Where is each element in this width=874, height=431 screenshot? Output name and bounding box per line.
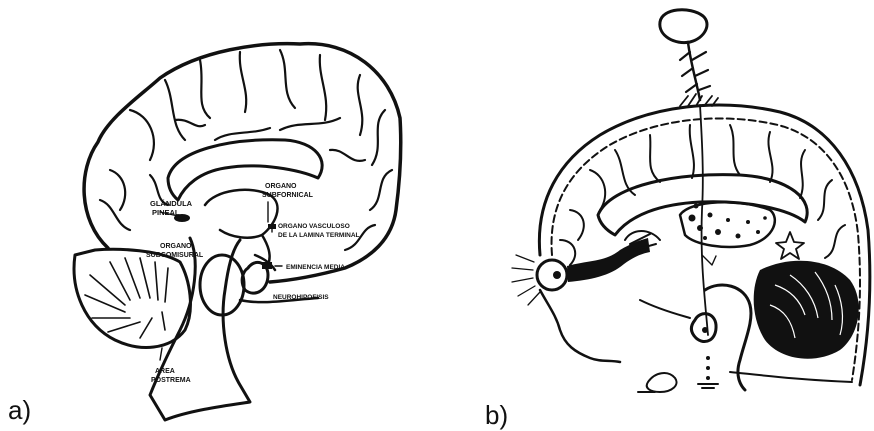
label-eminencia-media: EMINENCIA MEDIA: [286, 264, 345, 271]
eye: [537, 260, 567, 290]
panel-b-label: b): [485, 400, 508, 430]
brain-b-cerebellum: [754, 261, 859, 359]
label-neurohipofisis: NEUROHIPOFISIS: [273, 294, 329, 301]
brain-a-corpus-callosum: [168, 140, 322, 200]
brain-b-thalamus-stipple: [689, 204, 767, 241]
label-glandula-pineal: GLÁNDULA PINEAL: [150, 199, 194, 217]
face-profile: [540, 290, 620, 362]
label-organo-vasculoso: ORGANO VASCULOSO DE LA LAMINA TERMINAL: [278, 223, 360, 239]
optic-tract: [567, 238, 650, 282]
drip: [706, 356, 710, 380]
flower-head: [660, 10, 707, 43]
eye-pupil: [553, 271, 561, 279]
star-pineal: [776, 232, 804, 259]
eye-light-rays: [512, 255, 540, 305]
panel-a-label: a): [8, 395, 31, 425]
brain-a-gyri: [100, 50, 392, 250]
neural-branch: [702, 255, 716, 265]
flower-leaves: [680, 52, 710, 92]
small-figure: [638, 373, 677, 392]
brain-a-markers: [174, 214, 276, 269]
label-organo-subfornical: ORGANO SUBFORNICAL: [262, 183, 314, 199]
panel-b-drawing: [512, 10, 870, 392]
brain-b-thalamus: [680, 202, 775, 247]
cup: [698, 384, 718, 388]
neural-pathway: [700, 105, 708, 335]
brain-b-pituitary-dot: [702, 327, 708, 333]
